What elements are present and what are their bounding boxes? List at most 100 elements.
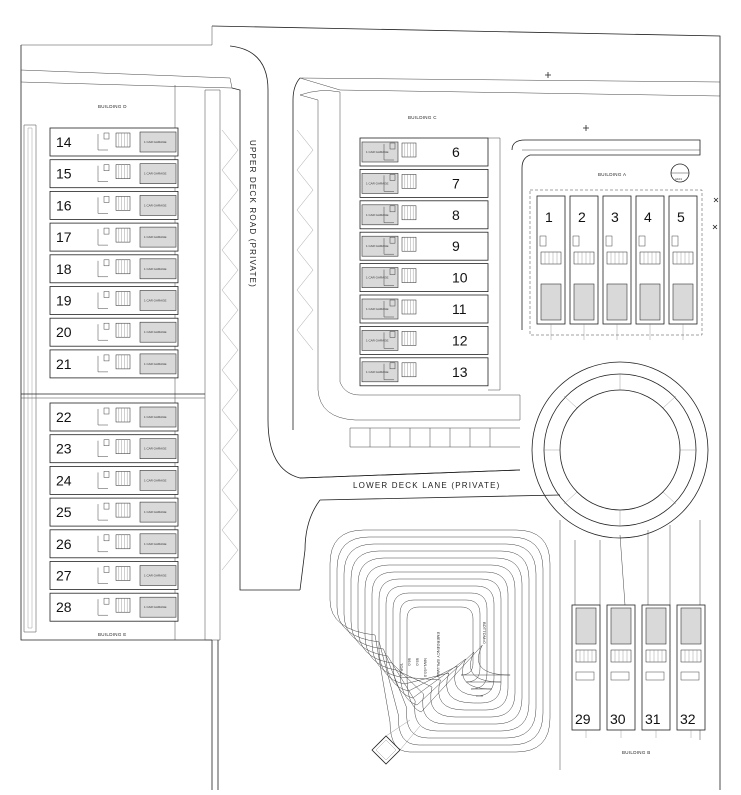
unit-31: 31	[641, 604, 671, 738]
basin-bottom-label: BOTTOM=0	[482, 622, 487, 644]
basin-top-label: TOP=0	[399, 663, 404, 676]
lower-deck-lane-label: LOWER DECK LANE (PRIVATE)	[353, 481, 501, 490]
building-d-label: BUILDING D	[98, 104, 127, 109]
garage-label: 1 CAR GARAGE	[144, 267, 167, 271]
garage-label: 1 CAR GARAGE	[144, 605, 167, 609]
unit-number: 31	[645, 711, 661, 727]
garage-label: 1 CAR GARAGE	[144, 172, 167, 176]
garage-label: 1 CAR GARAGE	[144, 574, 167, 578]
unit-number: 6	[452, 144, 460, 160]
unit-18: 1 CAR GARAGE 18	[49, 254, 179, 284]
basin-nwl-label: NWL=93.0	[423, 658, 428, 678]
garage-label: 1 CAR GARAGE	[144, 510, 167, 514]
unit-number: 25	[56, 504, 72, 520]
unit-number: 5	[677, 209, 685, 225]
unit-23: 1 CAR GARAGE 23	[49, 434, 179, 464]
unit-3: 3	[602, 195, 632, 340]
unit-number: 2	[578, 209, 586, 225]
survey-markers	[545, 72, 719, 230]
property-boundary	[20, 25, 721, 790]
garage-label: 1 CAR GARAGE	[366, 276, 389, 280]
unit-number: 27	[56, 568, 72, 584]
unit-number: 15	[56, 166, 72, 182]
left-walkway	[204, 89, 221, 641]
lower-lane-parking	[349, 427, 520, 448]
center-walkway	[299, 90, 521, 421]
unit-32: 32	[676, 604, 706, 738]
garage-label: 1 CAR GARAGE	[144, 362, 167, 366]
unit-26: 1 CAR GARAGE 26	[49, 529, 179, 559]
unit-number: 18	[56, 261, 72, 277]
unit-number: 16	[56, 197, 72, 213]
garage-label: 1 CAR GARAGE	[366, 150, 389, 154]
unit-number: 1	[545, 209, 553, 225]
unit-2: 2	[569, 195, 599, 340]
garage-label: 1 CAR GARAGE	[366, 307, 389, 311]
garage-label: 1 CAR GARAGE	[366, 181, 389, 185]
upper-deck-road-label: UPPER DECK ROAD (PRIVATE)	[248, 140, 257, 288]
unit-number: 4	[644, 209, 652, 225]
unit-1: 1	[536, 195, 566, 340]
upper-deck-road-edge	[229, 45, 521, 591]
unit-number: 32	[680, 711, 696, 727]
top-left-walkway	[20, 69, 233, 89]
unit-11: 1 CAR GARAGE 11	[359, 294, 489, 324]
basin-outfall	[371, 719, 421, 765]
unit-5: 5	[668, 195, 698, 340]
unit-21: 1 CAR GARAGE 21	[49, 349, 179, 379]
unit-16: 1 CAR GARAGE 16	[49, 190, 179, 220]
garage-label: 1 CAR GARAGE	[144, 235, 167, 239]
unit-10: 1 CAR GARAGE 10	[359, 263, 489, 293]
unit-number: 24	[56, 472, 72, 488]
unit-number: 23	[56, 441, 72, 457]
building-a-label: BUILDING A	[598, 172, 626, 177]
unit-22: 1 CAR GARAGE 22	[49, 402, 179, 432]
unit-number: 21	[56, 356, 72, 372]
unit-14: 1 CAR GARAGE 14	[49, 127, 179, 157]
basin-96-label: 96.0	[407, 658, 412, 667]
left-property-strip	[23, 124, 37, 633]
garage-label: 1 CAR GARAGE	[144, 299, 167, 303]
garage-label: 1 CAR GARAGE	[144, 203, 167, 207]
detail-marker: A101	[670, 163, 690, 183]
building-e-label: BUILDING E	[98, 632, 127, 637]
unit-number: 10	[452, 270, 468, 286]
unit-number: 11	[452, 301, 467, 317]
garage-label: 1 CAR GARAGE	[366, 244, 389, 248]
unit-number: 26	[56, 536, 72, 552]
building-a-footprint	[529, 189, 703, 336]
lower-deck-lane-edge	[299, 469, 561, 591]
garage-label: 1 CAR GARAGE	[144, 415, 167, 419]
building-c-label: BUILDING C	[408, 115, 437, 120]
unit-29: 29	[571, 604, 601, 738]
unit-30: 30	[606, 604, 636, 738]
unit-number: 30	[610, 711, 626, 727]
unit-number: 20	[56, 324, 72, 340]
left-property-strip-inner	[27, 127, 33, 629]
unit-number: 22	[56, 409, 72, 425]
top-right-walkway	[299, 77, 721, 97]
building-b-label: BUILDING B	[622, 750, 651, 755]
unit-number: 8	[452, 207, 460, 223]
garage-label: 1 CAR GARAGE	[144, 447, 167, 451]
building-b-drives	[559, 520, 701, 770]
unit-15: 1 CAR GARAGE 15	[49, 159, 179, 189]
garage-label: 1 CAR GARAGE	[366, 370, 389, 374]
unit-number: 14	[56, 134, 72, 150]
garage-label: 1 CAR GARAGE	[144, 140, 167, 144]
garage-label: 1 CAR GARAGE	[144, 542, 167, 546]
unit-27: 1 CAR GARAGE 27	[49, 561, 179, 590]
basin-spillway-label: EMERGENCY SPILLWAY	[436, 632, 441, 678]
unit-4: 4	[635, 195, 665, 340]
